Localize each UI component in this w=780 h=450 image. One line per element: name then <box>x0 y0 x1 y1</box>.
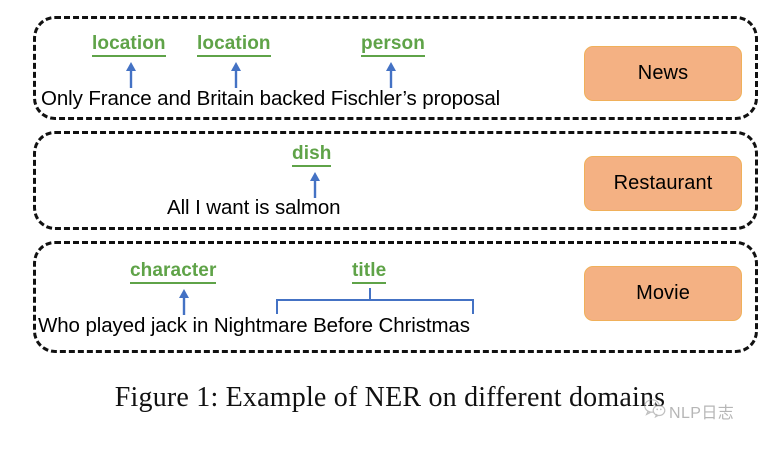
pointer-arrow-icon <box>230 62 242 88</box>
wechat-logo-icon <box>644 398 666 423</box>
example-panel-movie <box>33 241 758 353</box>
figure-caption: Figure 1: Example of NER on different do… <box>114 382 666 413</box>
domain-badge-restaurant: Restaurant <box>584 156 742 211</box>
example-panel-restaurant <box>33 131 758 230</box>
example-sentence-restaurant: All I want is salmon <box>167 196 341 219</box>
example-sentence-news: Only France and Britain backed Fischler’… <box>41 87 501 110</box>
watermark-text: NLP日志 <box>669 404 735 422</box>
entity-tag-location-2: location <box>197 34 271 57</box>
entity-tag-title: title <box>352 261 387 284</box>
pointer-arrow-icon <box>309 172 321 198</box>
example-sentence-movie: Who played jack in Nightmare Before Chri… <box>38 314 470 337</box>
pointer-arrow-icon <box>385 62 397 88</box>
entity-tag-dish: dish <box>292 144 332 167</box>
span-bracket-icon <box>275 288 475 316</box>
entity-tag-character: character <box>130 261 217 284</box>
entity-tag-person: person <box>361 34 425 57</box>
domain-badge-movie: Movie <box>584 266 742 321</box>
pointer-arrow-icon <box>178 289 190 315</box>
domain-badge-news: News <box>584 46 742 101</box>
entity-tag-location-1: location <box>92 34 166 57</box>
watermark: NLP日志 <box>644 398 734 423</box>
pointer-arrow-icon <box>125 62 137 88</box>
example-panel-news <box>33 16 758 120</box>
